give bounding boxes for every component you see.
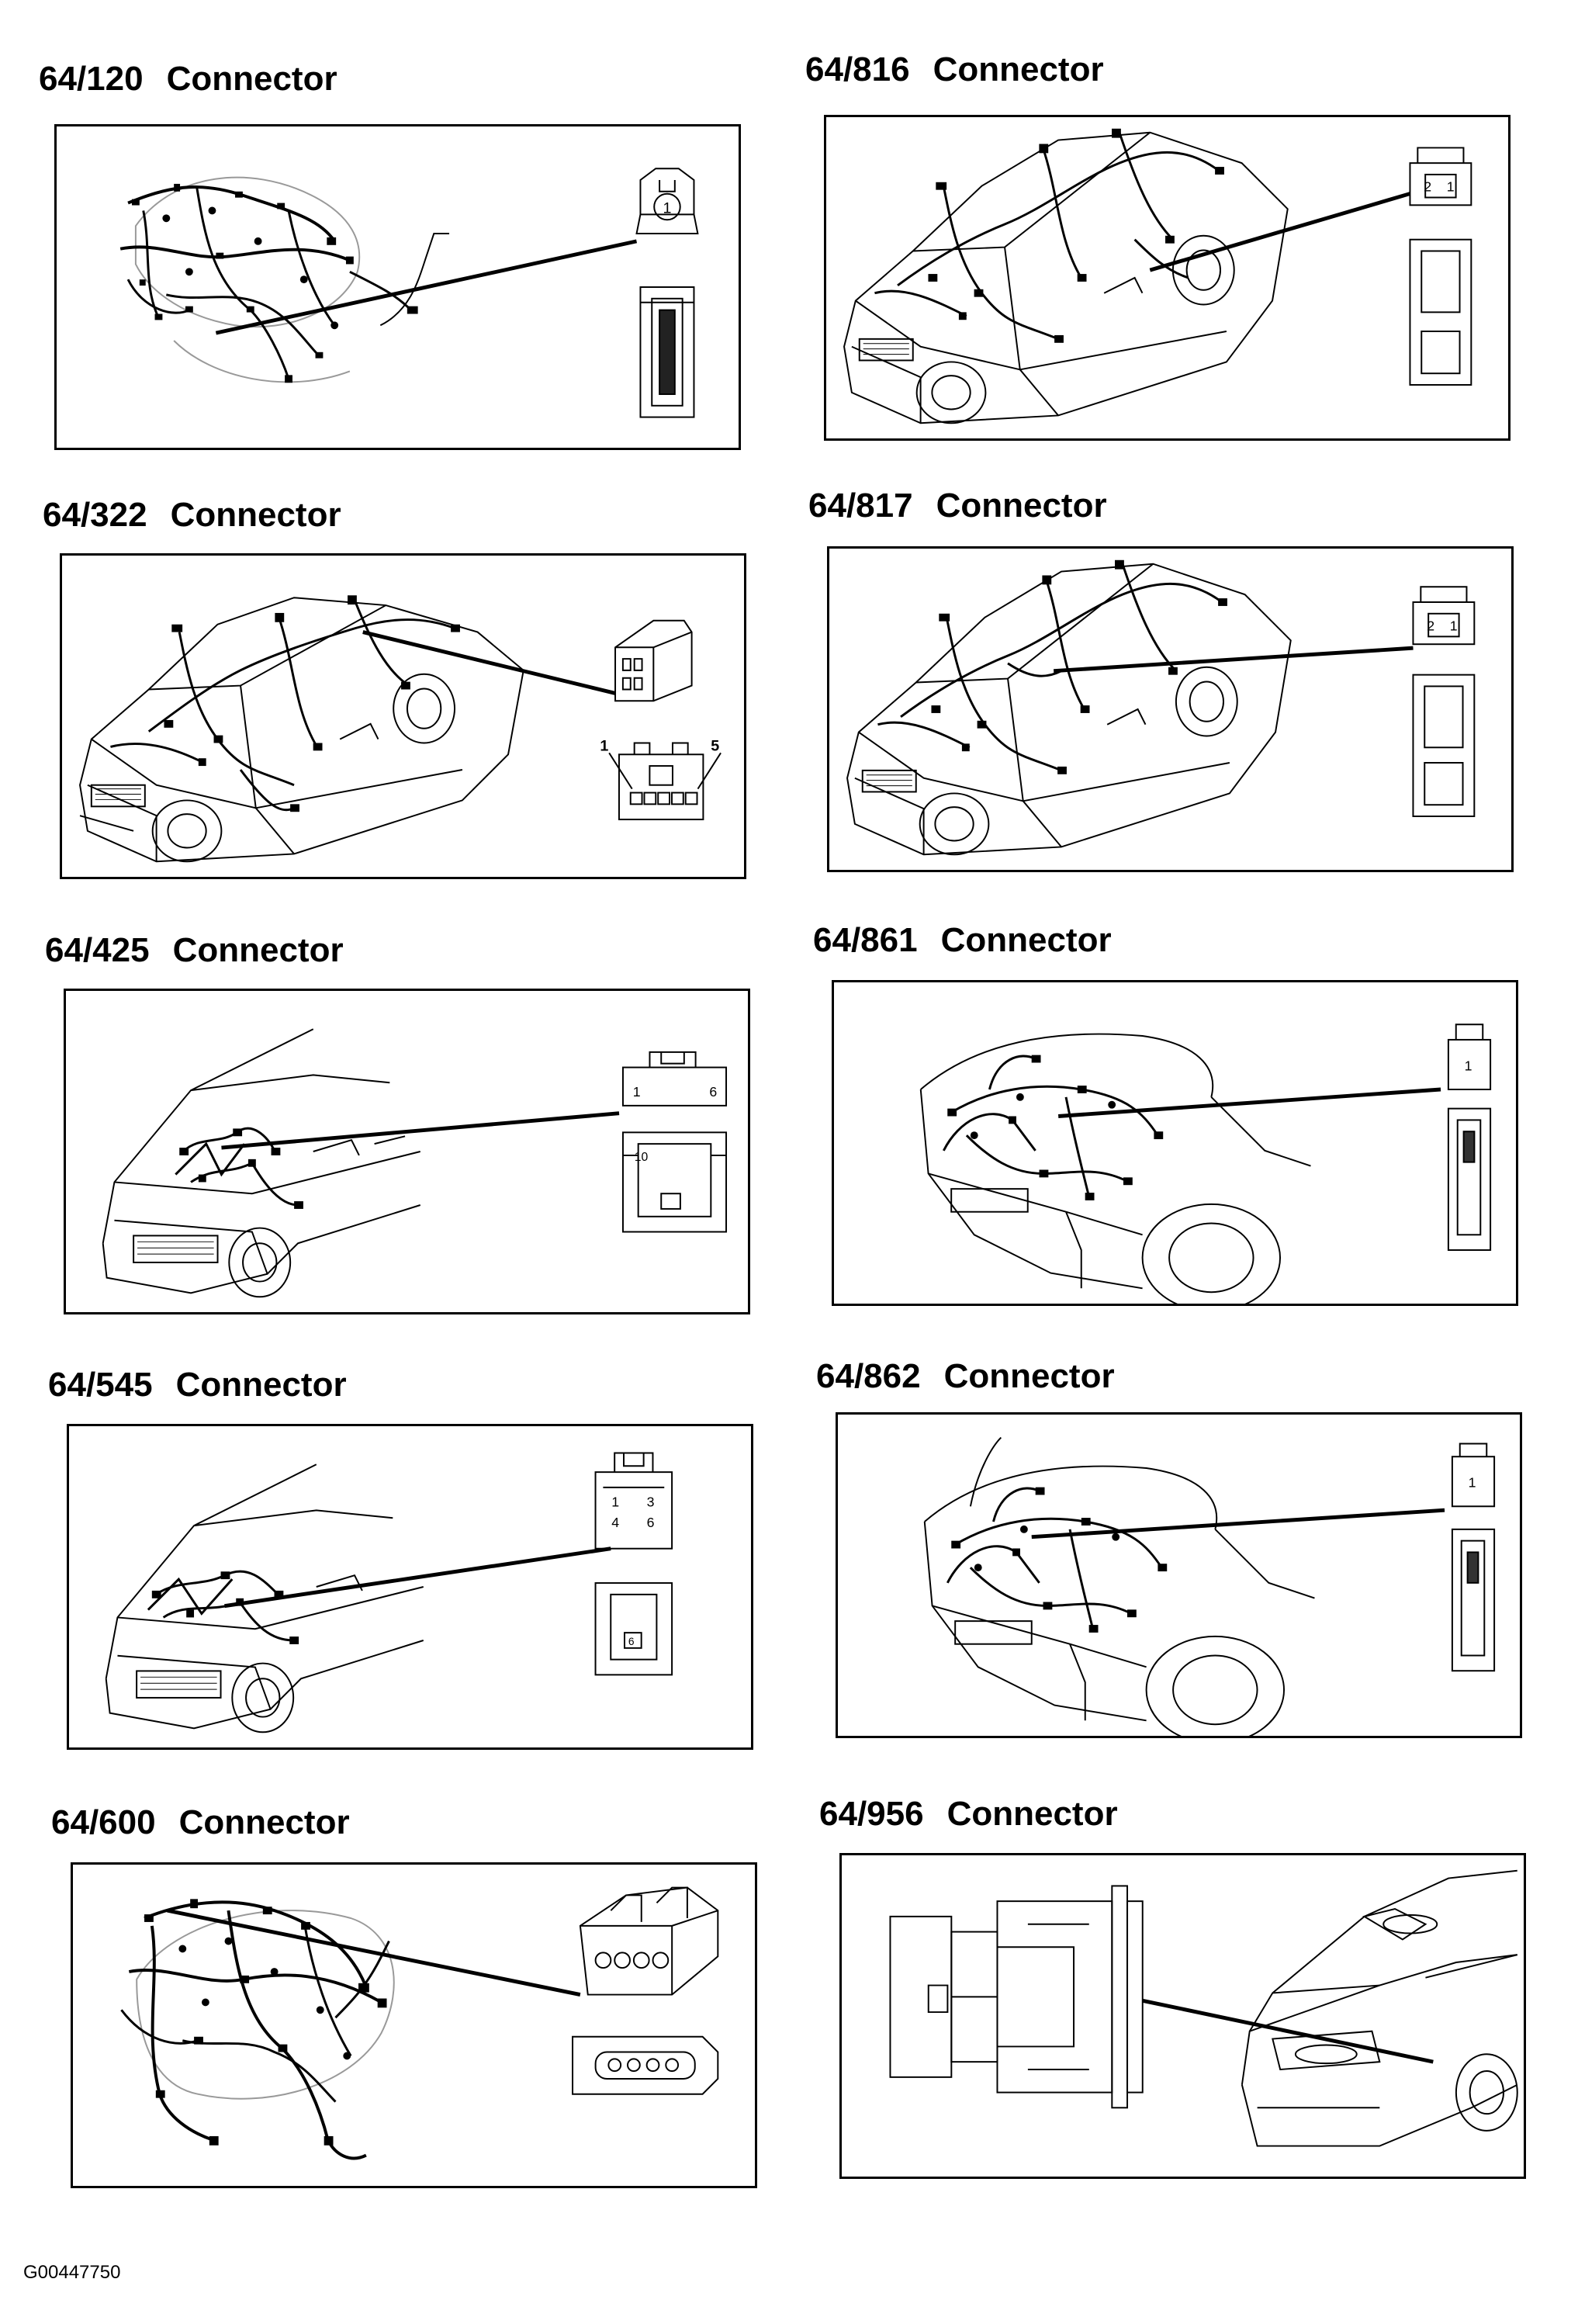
engine-harness-illustration: 1 <box>119 168 699 418</box>
pin-label: 1 <box>1450 618 1458 633</box>
pin-label: 2 <box>1427 618 1434 633</box>
connector-perspective-icon <box>614 619 693 702</box>
pin-label: 10 <box>635 1151 649 1164</box>
figure-id: G00447750 <box>23 2262 121 2283</box>
connector-side-icon <box>1409 238 1472 386</box>
connector-face-icon <box>1409 147 1472 206</box>
engine-bay-harness-illustration: 1 <box>923 1436 1496 1736</box>
connector-side-icon <box>1412 674 1476 817</box>
panel-64-120: 1 <box>54 124 741 450</box>
engine-bay-harness-illustration: 1 <box>919 1023 1492 1304</box>
connector-face-icon <box>608 742 722 821</box>
panel-64-817: 2 1 <box>827 546 1514 872</box>
panel-64-600 <box>71 1862 757 2188</box>
pin-label: 1 <box>1465 1058 1472 1073</box>
connector-face-icon <box>1451 1443 1496 1508</box>
pin-label: 4 <box>611 1515 619 1530</box>
connector-side-icon <box>621 1131 728 1233</box>
panel-64-862: 1 <box>836 1412 1522 1738</box>
pin-label: 1 <box>611 1494 619 1510</box>
car-harness-illustration: 2 1 <box>846 559 1476 856</box>
pin-label: 6 <box>647 1515 655 1530</box>
pin-label: 3 <box>647 1494 655 1510</box>
car-harness-illustration: 1 5 <box>79 595 722 863</box>
panel-64-545: 1 3 4 6 6 <box>67 1424 753 1750</box>
car-rear-harness-illustration <box>889 1869 1518 2147</box>
pin-label: 1 <box>1447 179 1455 195</box>
connector-face-icon <box>594 1452 673 1550</box>
connector-face-icon <box>621 1051 728 1107</box>
connector-face-icon <box>1412 586 1476 646</box>
connector-face-icon <box>1447 1023 1492 1090</box>
pin-label: 1 <box>633 1084 641 1100</box>
connector-face-icon <box>572 2035 719 2095</box>
pin-label: 6 <box>709 1084 717 1100</box>
pin-label: 5 <box>711 737 719 754</box>
car-harness-illustration: 2 1 <box>843 128 1472 424</box>
car-front-harness-illustration: 1 3 4 6 6 <box>105 1452 673 1733</box>
panel-64-816: 2 1 <box>824 115 1511 441</box>
pin-label: 2 <box>1424 179 1431 195</box>
connector-side-icon <box>1447 1107 1492 1251</box>
pin-label: 1 <box>663 199 671 216</box>
pin-label: 6 <box>628 1636 635 1647</box>
panel-64-861: 1 <box>832 980 1518 1306</box>
connector-side-icon <box>889 1885 1144 2109</box>
connector-face-icon <box>635 168 699 234</box>
panel-64-425: 1 6 10 <box>64 989 750 1314</box>
car-front-harness-illustration: 1 6 10 <box>102 1028 728 1298</box>
panel-64-322: 1 5 <box>60 553 746 879</box>
connector-side-icon <box>594 1582 673 1676</box>
panel-64-956 <box>839 1853 1526 2179</box>
pin-label: 1 <box>600 737 608 754</box>
connector-side-icon <box>639 286 695 418</box>
engine-harness-illustration <box>120 1886 719 2160</box>
connector-side-icon <box>1451 1528 1496 1672</box>
connector-perspective-icon <box>579 1886 719 1996</box>
pin-label: 1 <box>1469 1475 1476 1491</box>
